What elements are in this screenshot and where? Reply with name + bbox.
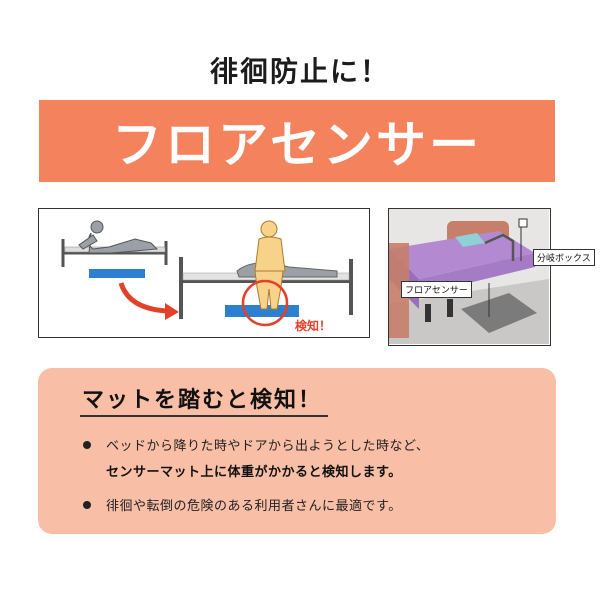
usage-illustration-panel: 検知！	[38, 208, 370, 338]
room-illustration-panel: フロアセンサー 分岐ボックス	[388, 208, 595, 346]
subtitle: 徘徊防止に！	[209, 55, 390, 88]
detect-label: 検知！	[295, 319, 332, 333]
bullet-2: 徘徊や転倒の危険のある利用者さんに最適です。	[106, 499, 402, 514]
bullet-dot-2	[83, 501, 91, 509]
product-title: フロアセンサー	[112, 116, 482, 174]
arrow-icon	[118, 282, 168, 314]
person-standing-icon	[254, 220, 286, 310]
heading-underline	[80, 415, 328, 417]
bullet-dot-1	[83, 441, 91, 449]
callout-floor-sensor: フロアセンサー	[401, 281, 472, 298]
info-box	[38, 368, 556, 534]
sensor-mat-small	[89, 269, 145, 278]
usage-illustration	[61, 220, 353, 327]
room-illustration	[389, 209, 549, 344]
detection-circle	[241, 279, 289, 327]
callout-junction-box: 分岐ボックス	[533, 249, 595, 266]
bullet-1-line-1: ベッドから降りた時やドアから出ようとした時など、	[106, 439, 430, 454]
title-banner: フロアセンサー	[39, 100, 555, 182]
info-heading: マットを踏むと検知！	[82, 388, 323, 413]
person-rising-icon	[78, 220, 159, 254]
bullet-1-line-2: センサーマット上に体重がかかると検知します。	[106, 465, 402, 480]
floor-sensor-mat	[461, 293, 537, 333]
junction-box-icon	[518, 218, 528, 228]
